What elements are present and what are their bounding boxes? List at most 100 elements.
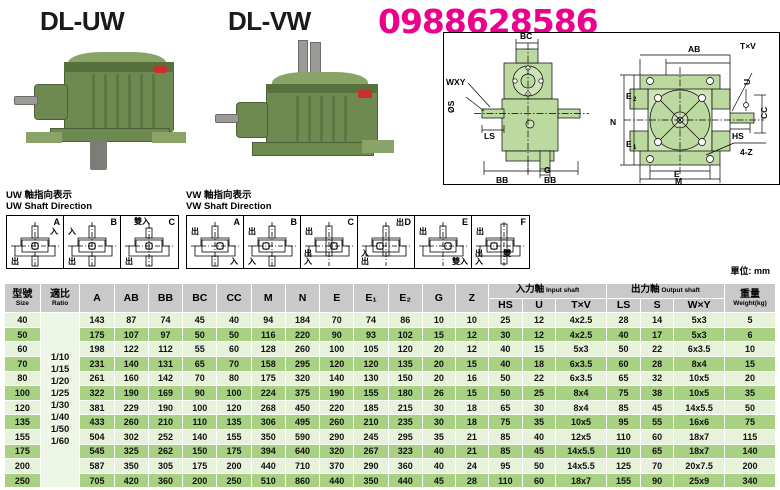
th-output-en: Output shaft	[661, 287, 700, 295]
cell-W: 10	[724, 341, 776, 357]
cell-A: 322	[79, 385, 115, 401]
cell-LS: 125	[605, 458, 642, 474]
cell-WY: 5x3	[673, 312, 726, 328]
cell-S: 45	[640, 399, 675, 416]
cell-BC: 100	[182, 399, 218, 416]
cell-E: 190	[319, 385, 355, 401]
cell-M: 510	[250, 472, 286, 489]
cell-M: 306	[250, 414, 286, 430]
th-G: G	[421, 282, 456, 314]
cell-BB: 142	[147, 370, 184, 387]
vw-cell-bottom-c: 出 入	[304, 249, 326, 266]
cell-S: 90	[640, 472, 675, 489]
cell-HS: 95	[487, 458, 524, 474]
cell-size: 175	[4, 443, 41, 460]
cell-size: 120	[4, 399, 41, 416]
cell-BB: 112	[147, 341, 184, 357]
cell-W: 115	[724, 428, 776, 445]
cell-WY: 6x3.5	[673, 341, 726, 357]
th-weight-cn: 重量	[740, 288, 761, 300]
uw-cell-bottom-a: 出	[11, 257, 19, 266]
cell-Z: 18	[454, 399, 489, 416]
vw-diagram-a	[191, 222, 239, 267]
vw-cell-bottom-e: 雙入	[452, 257, 468, 266]
vw-cell-letter-f: F	[520, 217, 527, 227]
cell-E1: 210	[353, 414, 389, 430]
cell-CC: 200	[216, 458, 252, 474]
cell-CC: 40	[216, 312, 252, 328]
cell-size: 155	[4, 428, 41, 445]
cell-A: 198	[79, 341, 115, 357]
cell-size: 40	[4, 312, 41, 328]
cell-G: 30	[421, 399, 456, 416]
cell-WY: 14x5.5	[673, 399, 726, 416]
cell-W: 20	[724, 370, 776, 387]
cell-WY: 25x9	[673, 472, 726, 489]
cell-Z: 16	[454, 370, 489, 387]
ratio-value: 1/30	[50, 400, 70, 412]
cell-E1: 245	[353, 428, 389, 445]
header-row-1: 型號 Size 適比 Ratio A AB BB BC CC M N E E₁	[4, 282, 776, 314]
vw-cell-top-e: 出	[419, 227, 427, 236]
uw-shaft-cell-b: B 入 出	[64, 216, 121, 268]
cell-BB: 360	[147, 472, 184, 489]
cell-Z: 15	[454, 355, 489, 372]
cell-U: 18	[521, 355, 557, 372]
uw-shaft-diagram-row: A 入 出 B 入 出	[6, 215, 179, 269]
uw-diagram-c	[125, 224, 173, 267]
th-size-cn: 型號	[12, 288, 33, 300]
svg-text:BB: BB	[496, 175, 508, 184]
vw-shaft-cell-d: D 出 入 出	[358, 216, 415, 268]
cell-Z: 10	[454, 312, 489, 328]
cell-N: 710	[284, 458, 321, 474]
cell-M: 224	[250, 385, 286, 401]
cell-W: 50	[724, 399, 776, 416]
cell-E: 220	[319, 399, 355, 416]
cell-E2: 180	[387, 385, 423, 401]
svg-text:2: 2	[633, 97, 637, 103]
cell-U: 12	[521, 312, 557, 328]
cell-M: 268	[250, 399, 286, 416]
uw-shaft-cell-c: C 雙入 出	[121, 216, 178, 268]
vw-cell-top-b: 出	[248, 227, 256, 236]
cell-N: 295	[284, 355, 321, 372]
cell-TV: 12x5	[555, 428, 607, 445]
ratio-value: 1/10	[50, 352, 70, 364]
cell-U: 15	[521, 341, 557, 357]
cell-S: 60	[640, 428, 675, 445]
cell-Z: 12	[454, 326, 489, 343]
cell-U: 35	[521, 414, 557, 430]
cell-G: 15	[421, 326, 456, 343]
cell-E: 140	[319, 370, 355, 387]
cell-E: 320	[319, 443, 355, 460]
vw-shaft-cell-b: B 出 入	[244, 216, 301, 268]
cell-E2: 86	[387, 312, 423, 328]
cell-HS: 75	[487, 414, 524, 430]
vw-cell-top-a: 出	[191, 227, 199, 236]
cell-TV: 4x2.5	[555, 312, 607, 328]
cell-E1: 185	[353, 399, 389, 416]
th-BB: BB	[147, 282, 184, 314]
cell-W: 340	[724, 472, 776, 489]
cell-M: 158	[250, 355, 286, 372]
th-S: S	[640, 297, 675, 314]
th-TxV: T×V	[555, 297, 607, 314]
cell-Z: 12	[454, 341, 489, 357]
cell-HS: 40	[487, 341, 524, 357]
cell-M: 440	[250, 458, 286, 474]
th-A: A	[79, 282, 115, 314]
cell-HS: 40	[487, 355, 524, 372]
cell-E2: 323	[387, 443, 423, 460]
th-input-en: Input shaft	[545, 287, 580, 295]
svg-text:WXY: WXY	[446, 77, 466, 87]
cell-HS: 50	[487, 370, 524, 387]
unit-note: 單位: mm	[730, 266, 770, 276]
cell-W: 140	[724, 443, 776, 460]
th-CC: CC	[216, 282, 252, 314]
th-output-cn: 出力軸	[631, 284, 660, 296]
specification-table-wrap: 型號 Size 適比 Ratio A AB BB BC CC M N E E₁	[4, 282, 776, 489]
